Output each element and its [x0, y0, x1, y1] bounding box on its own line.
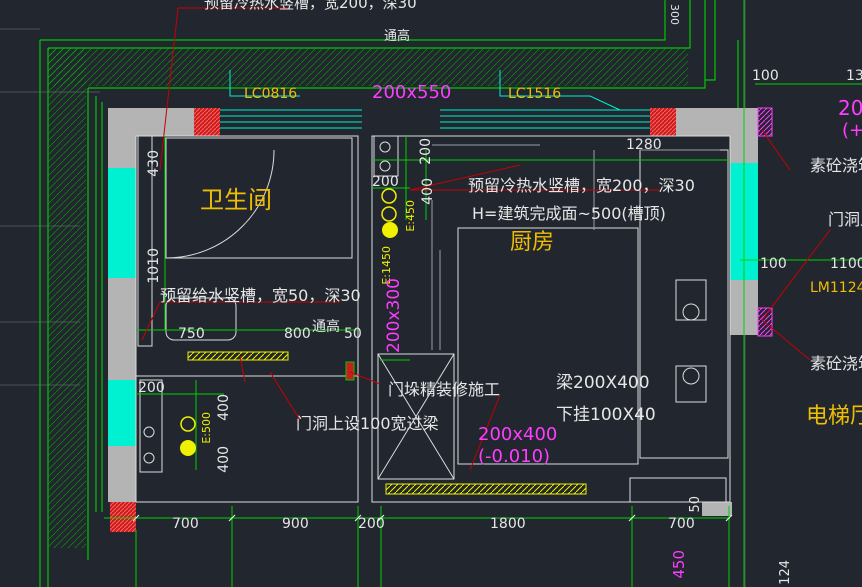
beams — [187, 351, 587, 495]
right-door-hole: 门洞上 — [828, 210, 862, 229]
bottom-dim-50: 50 — [688, 496, 703, 513]
bath-dim-200: 200 — [138, 380, 165, 396]
right-dim-1100: 1100 — [830, 256, 862, 272]
kitchen-opening-200x300: 200x300 — [384, 278, 404, 353]
beam-size-note: 梁200X400 — [556, 373, 650, 393]
through-height-label: 通高 — [384, 29, 411, 44]
window-lc1516: LC1516 — [508, 86, 562, 102]
bath-elev-500: E:500 — [200, 412, 213, 444]
bottom-dim-200: 200 — [358, 516, 385, 532]
kitchen-note-height: H=建筑完成面~500(槽顶) — [472, 204, 666, 223]
kitchen-dim-1280: 1280 — [626, 137, 662, 153]
door-lm1124: LM1124 — [810, 280, 862, 296]
right-mark-20: 20 — [838, 96, 862, 120]
dim-ticks — [132, 514, 733, 522]
right-dim-100: 100 — [752, 68, 779, 84]
right-dim-100b: 100 — [760, 256, 787, 272]
bottom-dim-1800: 1800 — [490, 516, 526, 532]
roof-eave-hatch — [48, 48, 688, 86]
kitchen-elev-450: E:450 — [404, 200, 417, 232]
bottom-dim-124: 124 — [778, 560, 793, 585]
bottom-dim-700a: 700 — [172, 516, 199, 532]
top-note: 预留冷热水竖槽，宽200，深30 — [204, 0, 417, 12]
bathroom-label: 卫生间 — [200, 186, 272, 214]
window-lc0816: LC0816 — [244, 86, 298, 102]
leader-lines — [141, 7, 831, 471]
bath-dim-800: 800 — [284, 326, 311, 342]
bottom-mark-450: 450 — [670, 550, 688, 579]
fixture-points — [180, 188, 398, 456]
bath-dim-430: 430 — [146, 150, 162, 177]
door-frame-note: 门垛精装修施工 — [388, 380, 501, 399]
bath-note: 预留给水竖槽，宽50，深30 — [160, 286, 361, 305]
windows — [220, 70, 650, 129]
kitchen-dim-200a: 200 — [418, 138, 434, 165]
bath-dim-1010: 1010 — [146, 248, 162, 284]
bath-dim-400b: 400 — [216, 446, 232, 473]
door-beam-note: 门洞上设100宽过梁 — [296, 414, 439, 433]
elevator-hall-label: 电梯厅 — [806, 404, 862, 429]
green-dim-lines — [104, 0, 862, 587]
beam-drop-note: 下挂100X40 — [556, 405, 656, 425]
beam-level-magenta: (-0.010) — [478, 446, 551, 467]
kitchen-label: 厨房 — [510, 230, 555, 255]
bath-dim-750: 750 — [178, 326, 205, 342]
kitchen-dim-400: 400 — [420, 178, 436, 205]
window-size: 200x550 — [372, 82, 452, 103]
columns — [110, 107, 773, 532]
bath-through-height: 通高 — [312, 319, 340, 335]
bath-dim-50: 50 — [344, 326, 362, 342]
kitchen-note: 预留冷热水竖槽，宽200，深30 — [468, 176, 695, 195]
bath-dim-400a: 400 — [216, 394, 232, 421]
right-concrete-1: 素砼浇筑 — [810, 156, 862, 175]
top-right-number: 300 — [668, 4, 681, 25]
bottom-dim-900: 900 — [282, 516, 309, 532]
kitchen-dim-200b: 200 — [372, 174, 399, 190]
right-mark-plus: (+ — [842, 120, 862, 141]
right-concrete-2: 素砼浇筑 — [810, 354, 862, 373]
right-dim-13: 13 — [846, 68, 862, 84]
bottom-dim-700b: 700 — [668, 516, 695, 532]
beam-size-magenta: 200x400 — [478, 424, 558, 445]
roof-eave-hatch-left — [48, 48, 86, 548]
